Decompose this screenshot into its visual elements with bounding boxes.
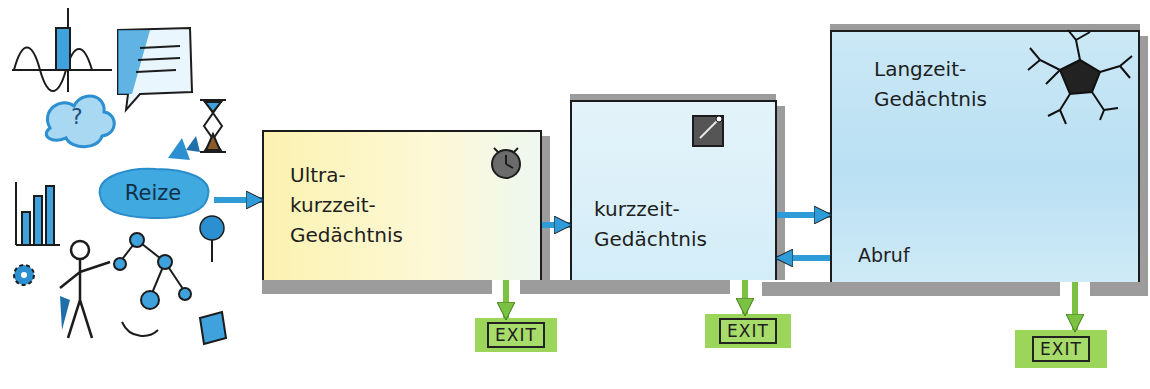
person-part: [71, 241, 89, 259]
wall-shadow-part: [762, 282, 1060, 296]
wall-shadow-part: [262, 280, 492, 294]
bar-chart-part: [15, 182, 17, 245]
exit-box: EXIT: [1015, 330, 1107, 368]
wall-shadow-part: [777, 106, 785, 280]
flow-arrow: [777, 212, 830, 218]
blob-outline: [100, 169, 209, 218]
flow-arrow: [214, 197, 262, 203]
exit-arrow: [742, 280, 748, 314]
gear-part: [14, 265, 34, 285]
wave-chart-part: [56, 28, 70, 70]
question-cloud-part: [46, 96, 114, 147]
bar-chart-part: [22, 212, 30, 245]
speech-bubble-part: [118, 28, 192, 110]
exit-label: EXIT: [487, 322, 545, 348]
network-tree-part: [141, 291, 159, 309]
hourglass-part: [200, 99, 226, 101]
person: [60, 241, 110, 338]
hourglass-part: [204, 100, 222, 152]
edge-label: Abruf: [858, 244, 910, 266]
tree-part: [211, 240, 213, 262]
bar-chart-part: [16, 244, 60, 246]
hourglass-part: [206, 134, 220, 150]
network-tree-part: [137, 240, 165, 262]
gear-part: [21, 272, 27, 278]
exit-arrow: [1072, 282, 1078, 330]
person-part: [60, 296, 70, 330]
exit-label: EXIT: [1032, 336, 1090, 362]
book-part: [200, 312, 226, 344]
triangles: [168, 136, 200, 160]
exit-box: EXIT: [705, 314, 791, 348]
exit-label: EXIT: [719, 318, 777, 344]
wave-chart-part: [14, 48, 92, 92]
speech-bubble-part-part: [136, 70, 176, 72]
triangles-part: [186, 136, 200, 152]
tree: [200, 216, 224, 262]
memory-label: kurzzeit- Gedächtnis: [594, 194, 754, 254]
speech-bubble-part: [136, 46, 180, 72]
network-tree-part: [130, 233, 144, 247]
stimulus-blob: Reize: [92, 165, 214, 221]
hourglass-part: [200, 151, 226, 153]
wall-shadow: [262, 24, 1148, 296]
memory-label: Ultra- kurzzeit- Gedächtnis: [290, 160, 430, 250]
network-tree-part: [150, 262, 165, 298]
book: [200, 312, 226, 344]
speech-bubble-part: [118, 30, 150, 94]
cloud-mark: ?: [71, 104, 83, 129]
network-tree: [114, 233, 191, 336]
network-tree-part: [179, 288, 191, 300]
wave-chart: [12, 8, 112, 92]
bar-chart-part: [34, 196, 42, 245]
network-tree-part: [165, 262, 185, 292]
speech-bubble-part-part: [140, 46, 180, 48]
memory-box: kurzzeit- Gedächtnis: [570, 100, 777, 280]
wall-shadow-part: [542, 136, 550, 280]
wave-chart-part: [67, 8, 69, 92]
person-part: [60, 260, 110, 338]
speech-bubble-part-part: [138, 58, 180, 60]
wall-shadow-part: [1140, 36, 1148, 282]
exit-arrow: [503, 280, 509, 318]
stimulus-label: Reize: [125, 181, 181, 205]
memory-box: Ultra- kurzzeit- Gedächtnis: [262, 130, 542, 280]
hourglass-part: [205, 102, 221, 112]
gear: [14, 265, 34, 285]
flow-arrow: [542, 222, 570, 228]
wall-shadow-part: [520, 280, 730, 294]
hourglass: [200, 100, 226, 152]
wall-shadow-part: [1090, 282, 1148, 296]
tree-part: [200, 216, 224, 240]
memory-label: Langzeit- Gedächtnis: [874, 54, 1024, 114]
network-tree-part: [122, 322, 158, 336]
network-tree-part: [114, 258, 126, 270]
question-cloud: [46, 96, 114, 147]
wave-chart-part: [12, 69, 112, 71]
triangles-part: [168, 138, 190, 160]
flow-arrow: [777, 255, 830, 261]
network-tree-part: [158, 255, 172, 269]
bar-chart-part: [46, 186, 54, 245]
speech-bubble: [118, 28, 192, 110]
bar-chart: [16, 182, 60, 245]
network-tree-part: [120, 240, 137, 262]
exit-box: EXIT: [475, 318, 557, 352]
